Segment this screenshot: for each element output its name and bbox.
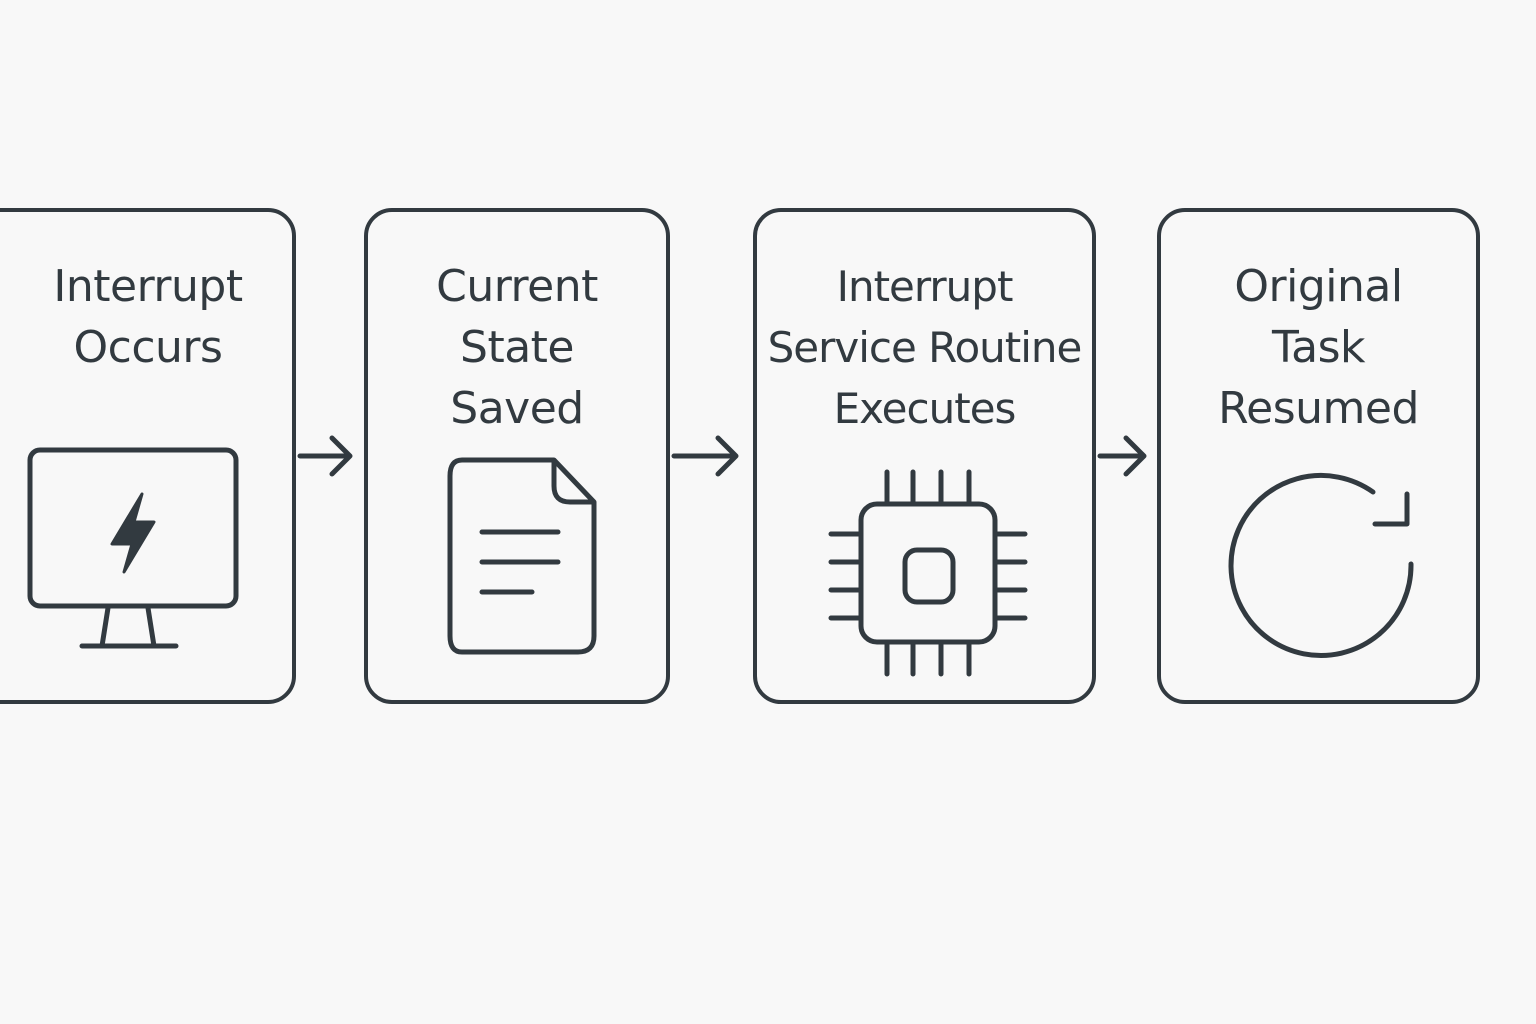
- step-label-line: Occurs: [73, 322, 223, 373]
- step-label-line: Saved: [450, 383, 584, 434]
- step-label: Current State Saved: [368, 256, 666, 439]
- step-card-current-state-saved: Current State Saved: [364, 208, 670, 704]
- step-card-original-task-resumed: Original Task Resumed: [1157, 208, 1480, 704]
- step-label-line: Executes: [833, 384, 1017, 433]
- step-label-line: State: [460, 322, 574, 373]
- step-label-line: Current: [436, 261, 598, 312]
- cpu-chip-icon: [828, 468, 1028, 678]
- step-label: Interrupt Service Routine Executes: [757, 256, 1092, 439]
- step-label: Original Task Resumed: [1161, 256, 1476, 439]
- document-icon: [446, 456, 598, 656]
- step-card-interrupt-occurs: Interrupt Occurs: [0, 208, 296, 704]
- flow-arrow: [671, 432, 742, 480]
- step-label-line: Interrupt: [836, 262, 1014, 311]
- step-label-line: Original: [1234, 261, 1403, 312]
- step-card-isr-executes: Interrupt Service Routine Executes: [753, 208, 1096, 704]
- step-label-line: Interrupt: [53, 261, 243, 312]
- step-label-line: Resumed: [1218, 383, 1419, 434]
- refresh-cycle-icon: [1223, 464, 1419, 664]
- flow-arrow: [297, 432, 356, 480]
- step-label: Interrupt Occurs: [4, 256, 292, 378]
- step-label-line: Service Routine: [767, 323, 1083, 372]
- monitor-lightning-icon: [24, 444, 239, 650]
- flow-arrow: [1097, 432, 1150, 480]
- step-label-line: Task: [1272, 322, 1365, 373]
